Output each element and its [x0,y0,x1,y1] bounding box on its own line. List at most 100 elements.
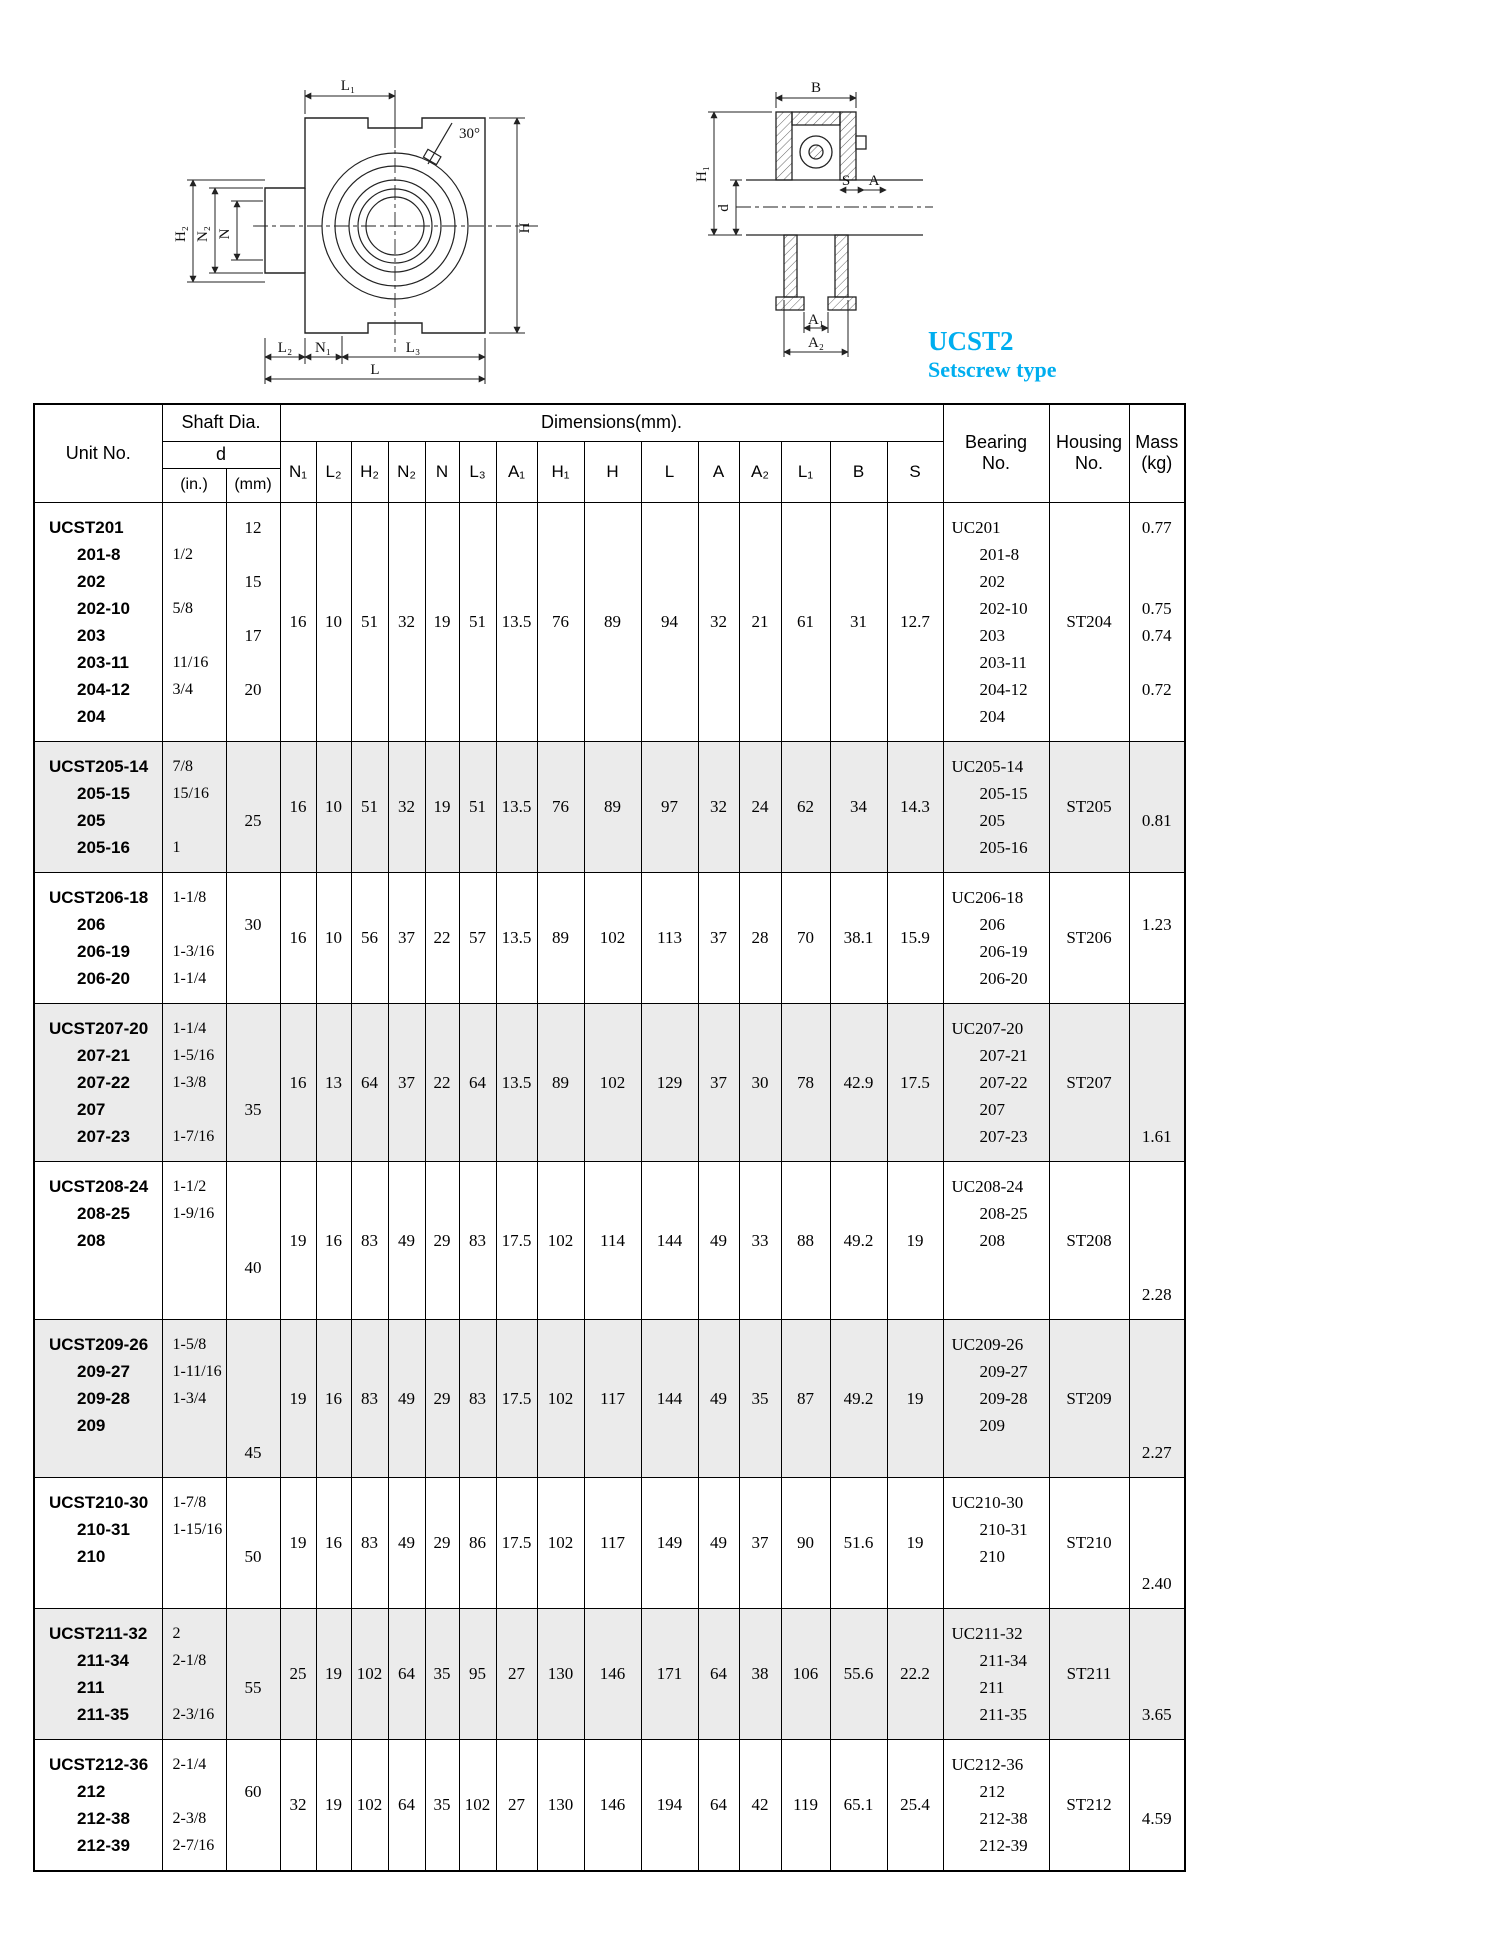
unit-no-cell: UCST205-14 205-15 205 205-16 [33,740,163,873]
dim-value-cell: 31 [829,501,888,742]
dim-value-cell: 144 [640,1160,699,1320]
bearing-no-cell: UC207-20 207-21 207-22 207 207-23 [942,1002,1050,1162]
housing-no-cell: ST205 [1048,740,1130,873]
dim-value-cell: 19 [279,1160,317,1320]
dim-value-cell: 10 [315,501,352,742]
dim-value-cell: 90 [780,1476,831,1609]
table-row: UCST201 201-8 202 202-10 203 203-11 204-… [33,501,1186,742]
dim-value-cell: 32 [697,740,740,873]
housing-no-cell: ST211 [1048,1607,1130,1740]
dim-value-cell: 89 [583,740,642,873]
dim-value-cell: 33 [738,1160,782,1320]
dim-value-cell: 57 [458,871,497,1004]
dim-value-cell: 130 [536,1607,585,1740]
dim-value-cell: 102 [350,1607,389,1740]
dim-value-cell: 49.2 [829,1318,888,1478]
dim-value-cell: 102 [458,1738,497,1871]
dim-value-cell: 76 [536,740,585,873]
dim-value-cell: 37 [387,1002,426,1162]
bearing-no-cell: UC210-30 210-31 210 [942,1476,1050,1609]
dim-value-cell: 24 [738,740,782,873]
dim-label-a1: A₁ [808,312,824,328]
dim-value-cell: 16 [279,740,317,873]
dim-value-cell: 51 [458,501,497,742]
table-body: UCST201 201-8 202 202-10 203 203-11 204-… [33,501,1186,1871]
drawing-caption: UCST2 Setscrew type [928,326,1057,382]
housing-front-outline [264,117,486,334]
header-unit-no: Unit No. [33,403,163,503]
dim-value-cell: 97 [640,740,699,873]
dim-value-cell: 16 [315,1476,352,1609]
dim-value-cell: 25 [279,1607,317,1740]
header-housing-no: Housing No. [1048,403,1130,503]
dim-value-cell: 38.1 [829,871,888,1004]
bearing-no-cell: UC208-24 208-25 208 [942,1160,1050,1320]
dim-value-cell: 70 [780,871,831,1004]
dim-value-cell: 49.2 [829,1160,888,1320]
dim-value-cell: 17.5 [886,1002,944,1162]
mass-cell: 0.77 0.75 0.74 0.72 [1128,501,1186,742]
bearing-no-cell: UC212-36 212 212-38 212-39 [942,1738,1050,1871]
dim-value-cell: 19 [279,1476,317,1609]
bearing-no-cell: UC206-18 206 206-19 206-20 [942,871,1050,1004]
header-dim-a2: A₂ [738,440,782,503]
dim-value-cell: 13 [315,1002,352,1162]
dim-value-cell: 17.5 [495,1318,538,1478]
unit-no-cell: UCST210-30 210-31 210 [33,1476,163,1609]
dim-value-cell: 64 [697,1607,740,1740]
shaft-dia-in-cell: 2-1/4 2-3/8 2-7/16 [161,1738,227,1871]
dim-value-cell: 102 [350,1738,389,1871]
shaft-dia-in-cell: 7/8 15/16 1 [161,740,227,873]
unit-no-cell: UCST209-26 209-27 209-28 209 [33,1318,163,1478]
dim-value-cell: 102 [536,1318,585,1478]
dim-value-cell: 19 [315,1607,352,1740]
dim-value-cell: 22 [424,1002,460,1162]
dim-value-cell: 64 [458,1002,497,1162]
housing-no-cell: ST210 [1048,1476,1130,1609]
dim-value-cell: 10 [315,871,352,1004]
dim-value-cell: 55.6 [829,1607,888,1740]
dim-value-cell: 119 [780,1738,831,1871]
dim-value-cell: 32 [697,501,740,742]
dim-value-cell: 83 [458,1160,497,1320]
header-dim-h2: H₂ [350,440,389,503]
dim-label-l3: L₃ [406,340,420,356]
dim-value-cell: 12.7 [886,501,944,742]
housing-section [775,111,867,181]
series-title: UCST2 [928,326,1014,356]
dim-label-h: H [517,222,533,233]
dim-value-cell: 17.5 [495,1476,538,1609]
dim-value-cell: 83 [350,1476,389,1609]
dimensions-table: Unit No. Shaft Dia. Dimensions(mm). Bear… [33,403,1187,1872]
shaft-dia-in-cell: 1-5/8 1-11/16 1-3/4 [161,1318,227,1478]
shaft [746,179,923,236]
dim-value-cell: 17.5 [495,1160,538,1320]
dim-value-cell: 56 [350,871,389,1004]
shaft-dia-mm-cell: 30 [225,871,281,1004]
unit-no-cell: UCST207-20 207-21 207-22 207 207-23 [33,1002,163,1162]
header-d-in: (in.) [161,467,227,503]
bearing-no-cell: UC209-26 209-27 209-28 209 [942,1318,1050,1478]
mass-cell: 2.40 [1128,1476,1186,1609]
centerlines [253,104,539,352]
dim-value-cell: 144 [640,1318,699,1478]
dim-value-cell: 15.9 [886,871,944,1004]
header-dim-n1: N₁ [279,440,317,503]
dim-value-cell: 32 [387,501,426,742]
mass-cell: 4.59 [1128,1738,1186,1871]
mass-cell: 3.65 [1128,1607,1186,1740]
dim-value-cell: 64 [350,1002,389,1162]
dim-value-cell: 194 [640,1738,699,1871]
dim-value-cell: 64 [387,1738,426,1871]
dim-label-l2: L₂ [278,340,292,356]
dim-value-cell: 117 [583,1318,642,1478]
dimension-lines-side [708,92,887,357]
dim-value-cell: 19 [424,501,460,742]
dim-label-n: N [217,228,233,239]
dim-value-cell: 42.9 [829,1002,888,1162]
dim-value-cell: 106 [780,1607,831,1740]
dim-value-cell: 27 [495,1738,538,1871]
dim-value-cell: 94 [640,501,699,742]
